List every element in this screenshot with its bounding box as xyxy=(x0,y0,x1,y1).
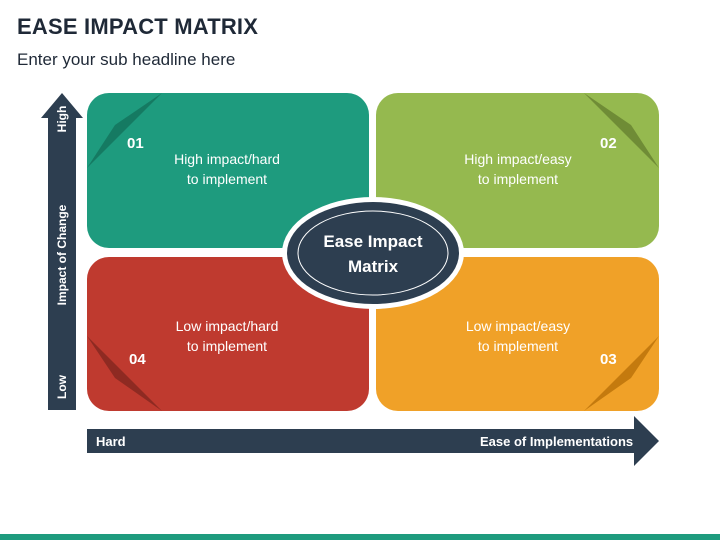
quadrant-text-line1: High impact/hard xyxy=(174,151,280,167)
quadrant-text-line2: to implement xyxy=(477,338,559,354)
page-curl-corner xyxy=(87,93,162,168)
center-label-line2: Matrix xyxy=(347,257,399,276)
page-curl-corner xyxy=(584,93,659,168)
quadrant-text: Low impact/hard to implement xyxy=(137,316,317,356)
quadrant-text: High impact/hard to implement xyxy=(137,149,317,189)
bottom-accent-bar xyxy=(0,534,720,540)
quadrant-text-line2: to implement xyxy=(186,171,268,187)
quadrant-number: 02 xyxy=(600,135,617,152)
axis-label-ease-of-implementations: Ease of Implementations xyxy=(480,434,634,449)
quadrant-number: 01 xyxy=(127,135,144,152)
page-title: EASE IMPACT MATRIX xyxy=(17,14,259,39)
quadrant-text-line2: to implement xyxy=(477,171,559,187)
page-curl-corner xyxy=(87,336,162,411)
quadrant-text-line1: Low impact/easy xyxy=(465,318,571,334)
quadrant-text: Low impact/easy to implement xyxy=(428,316,608,356)
quadrant-text: High impact/easy to implement xyxy=(428,149,608,189)
axis-label-hard: Hard xyxy=(96,434,126,449)
center-label: Ease Impact Matrix xyxy=(300,229,446,279)
quadrant-text-line1: Low impact/hard xyxy=(175,318,279,334)
quadrant-text-line2: to implement xyxy=(186,338,268,354)
center-ellipse xyxy=(282,197,464,309)
page-subtitle: Enter your sub headline here xyxy=(17,50,236,69)
center-label-line1: Ease Impact xyxy=(323,232,423,251)
quadrant-high-impact-hard: 01 High impact/hard to implement xyxy=(87,93,369,248)
quadrant-number: 03 xyxy=(600,351,617,368)
quadrant-number: 04 xyxy=(129,351,146,368)
page-curl-corner xyxy=(584,336,659,411)
quadrant-text-line1: High impact/easy xyxy=(464,151,572,167)
